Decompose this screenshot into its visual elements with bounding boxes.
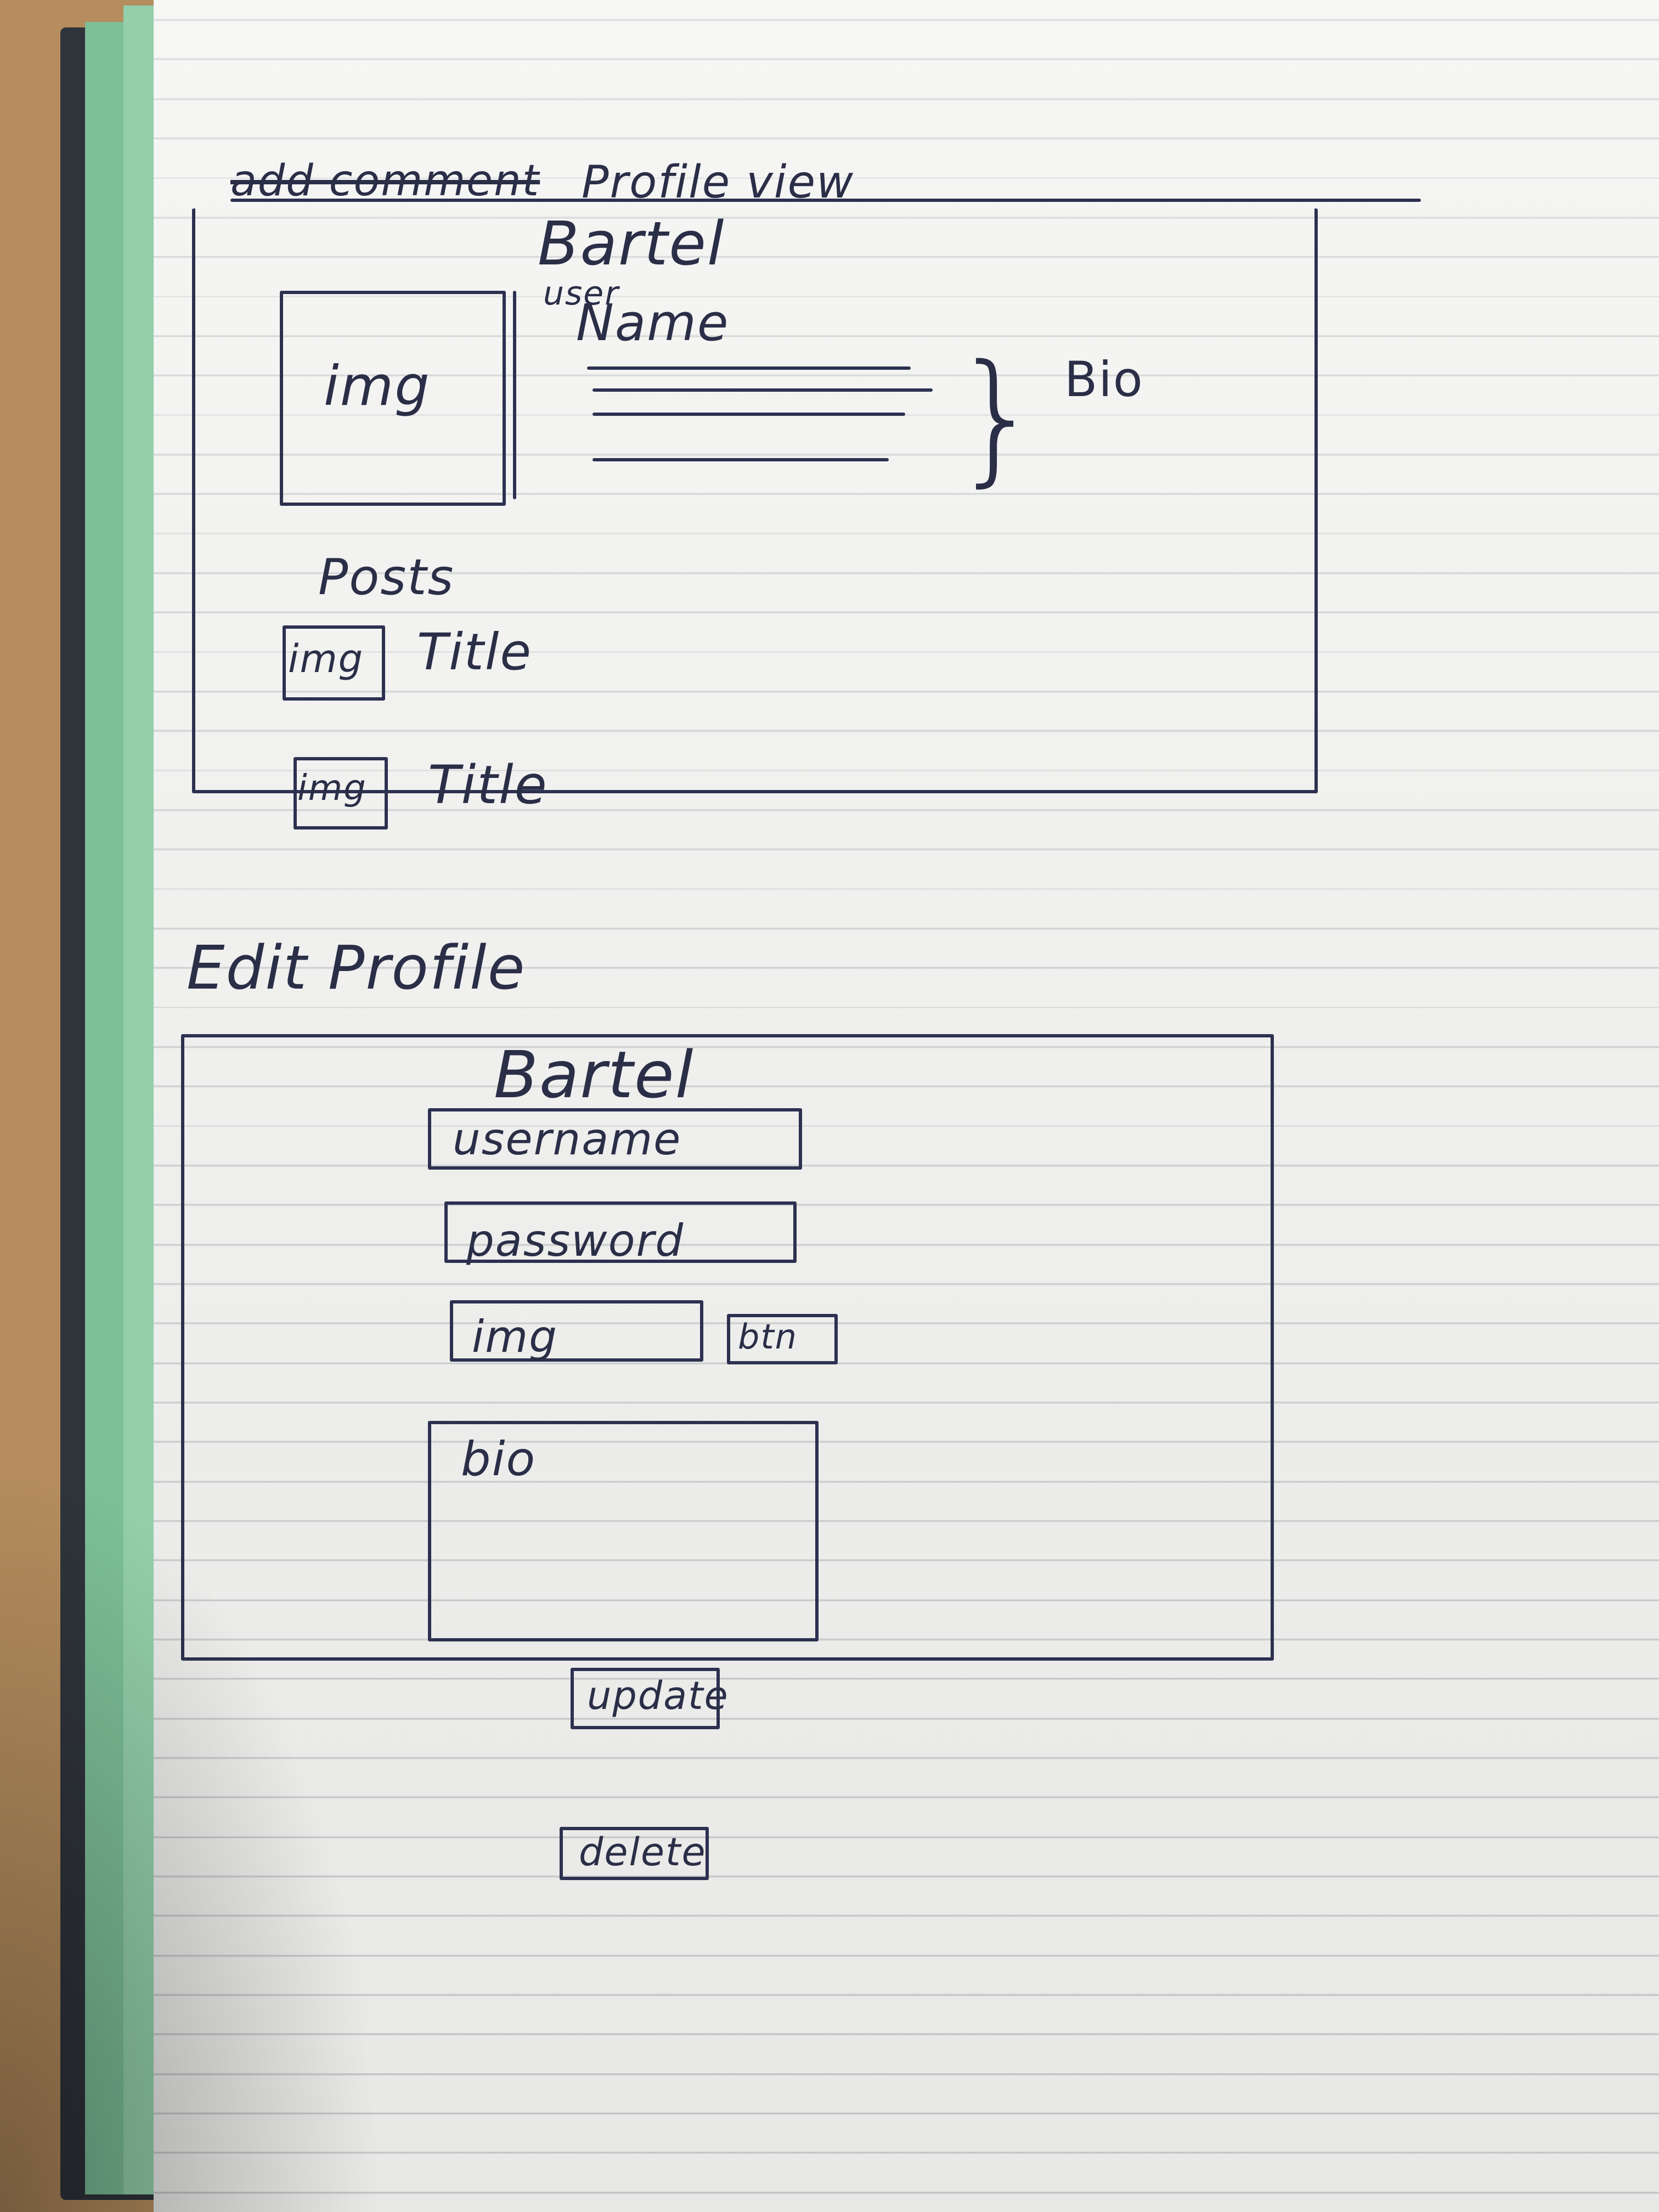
hand-shadow — [0, 1454, 384, 2212]
image-upload-button[interactable] — [727, 1314, 838, 1364]
post-title: Title — [417, 623, 532, 681]
post-title: Title — [428, 754, 548, 816]
bio-textarea-label: bio — [461, 1432, 537, 1487]
profile-image-divider — [513, 291, 516, 499]
image-field-label: img — [472, 1311, 558, 1362]
password-field-label: password — [466, 1215, 685, 1266]
username-superscript: user — [543, 274, 619, 313]
username-field-label: username — [453, 1114, 682, 1165]
posts-label: Posts — [318, 549, 455, 606]
username-field[interactable] — [428, 1108, 802, 1170]
profile-image-label: img — [324, 354, 431, 418]
bio-brace: } — [952, 335, 1044, 500]
bio-text-line — [592, 413, 905, 416]
username-label: Name — [576, 294, 730, 352]
profile-view-top-border — [230, 199, 1421, 202]
bio-text-line — [587, 366, 911, 370]
heading-scribble: add comment — [230, 156, 540, 206]
edit-profile-frame — [181, 1034, 1274, 1661]
profile-view-app-title: Bartel — [538, 208, 725, 279]
post-thumbnail-label: img — [288, 636, 364, 681]
update-button[interactable] — [571, 1668, 720, 1729]
bio-text-line — [592, 458, 889, 461]
notebook-page: add comment Profile view Bartel img user… — [154, 0, 1659, 2212]
delete-button-label: delete — [579, 1830, 707, 1875]
password-field[interactable] — [444, 1201, 797, 1263]
image-field[interactable] — [450, 1300, 703, 1362]
edit-profile-app-title: Bartel — [494, 1037, 695, 1113]
profile-image-placeholder — [280, 291, 506, 506]
bio-textarea[interactable] — [428, 1421, 819, 1641]
post-thumbnail — [283, 625, 385, 701]
image-upload-button-label: btn — [738, 1317, 798, 1357]
post-thumbnail-label: img — [297, 768, 367, 809]
delete-button[interactable] — [560, 1827, 709, 1880]
update-button-label: update — [587, 1673, 729, 1718]
post-thumbnail — [294, 757, 388, 830]
bio-text-line — [592, 388, 933, 392]
bio-label: Bio — [1064, 351, 1144, 408]
edit-profile-heading: Edit Profile — [187, 933, 526, 1003]
profile-view-frame — [192, 208, 1318, 793]
